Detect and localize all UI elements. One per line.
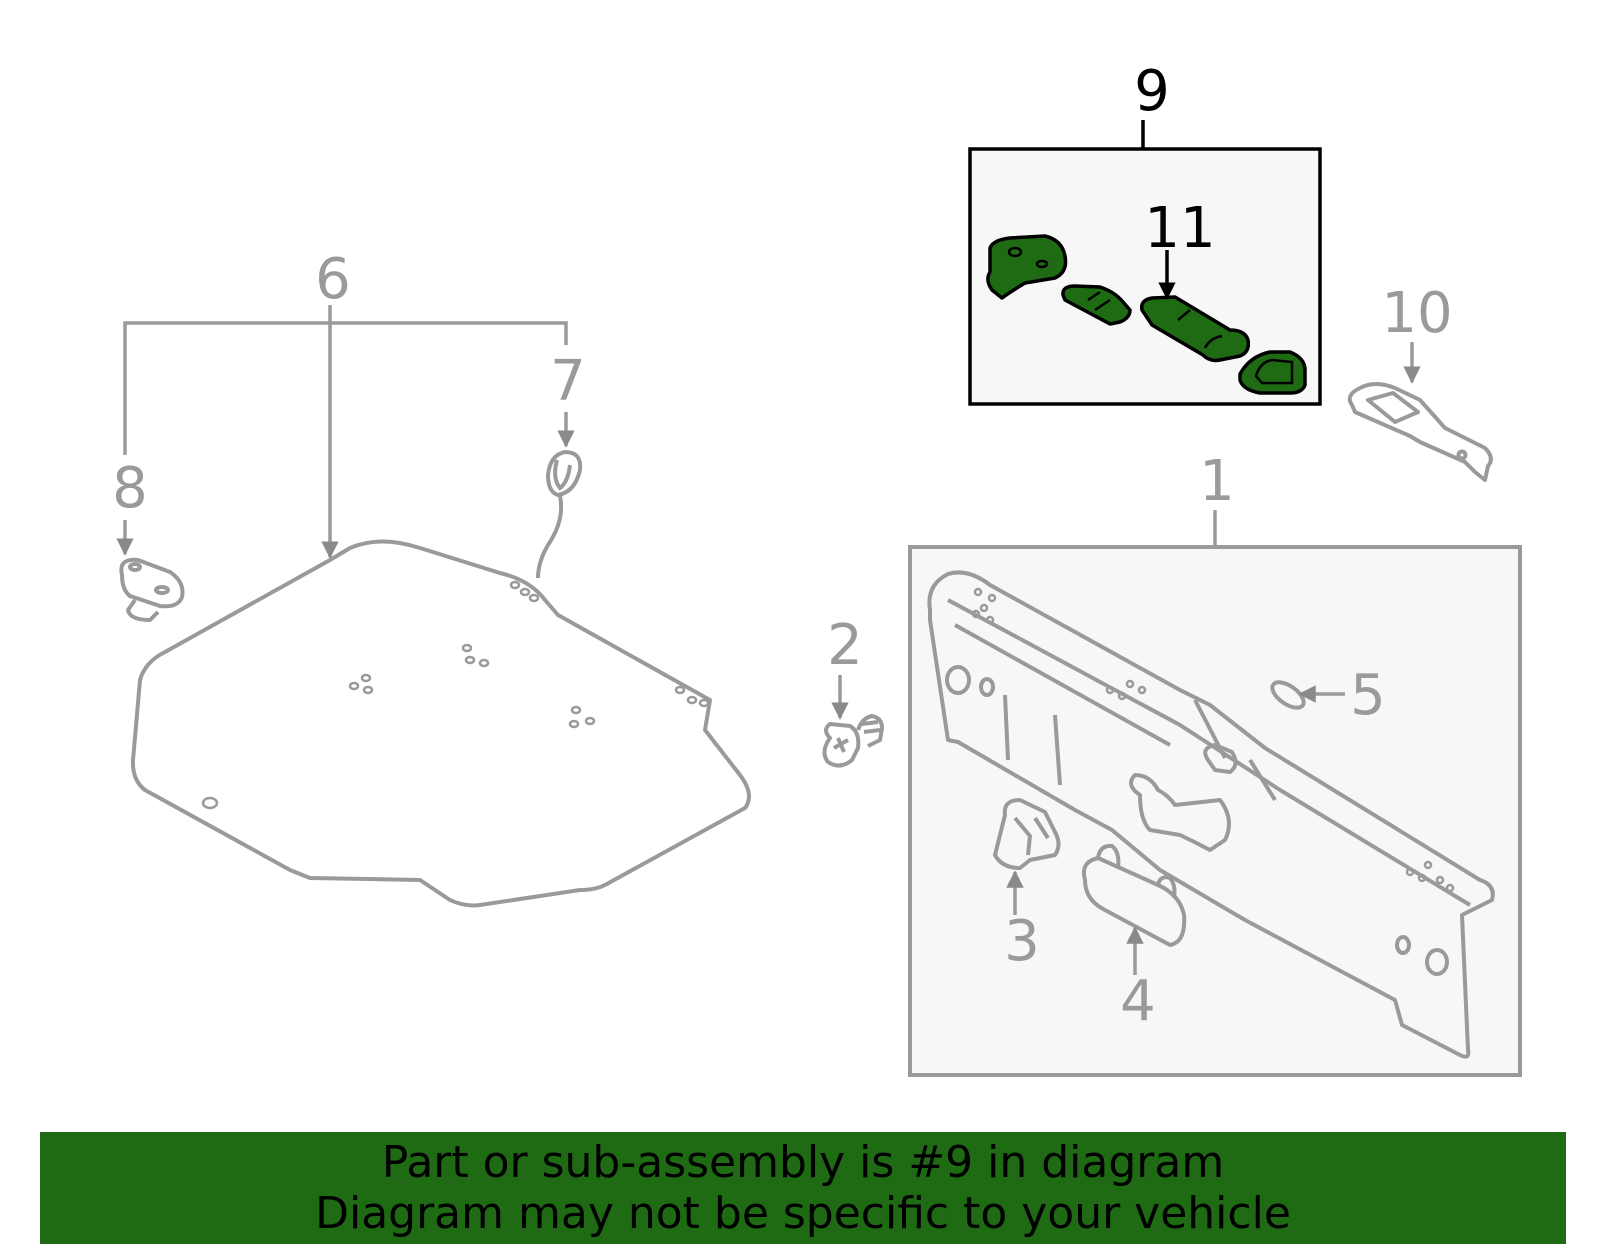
callout-8: 8 — [112, 456, 148, 521]
callout-5: 5 — [1350, 663, 1386, 728]
callouts: 6 7 8 2 1 3 4 5 10 9 11 — [112, 59, 1452, 1034]
push-clip[interactable] — [822, 714, 884, 768]
banner-line-2: Diagram may not be specific to your vehi… — [315, 1188, 1291, 1239]
callout-10: 10 — [1381, 281, 1452, 346]
trunk-mat[interactable] — [130, 539, 751, 908]
plug-5[interactable] — [1268, 677, 1308, 712]
mat-hook-cord[interactable] — [536, 449, 583, 579]
bracket-10[interactable] — [1347, 382, 1493, 482]
hinge-pad[interactable] — [1061, 284, 1132, 326]
rear-body-panel[interactable] — [927, 570, 1495, 1059]
bracket-3[interactable] — [993, 798, 1061, 870]
banner-line-1: Part or sub-assembly is #9 in diagram — [381, 1137, 1225, 1188]
assembly-1-box — [908, 545, 1522, 1077]
callout-6: 6 — [315, 247, 351, 312]
callout-9: 9 — [1134, 59, 1170, 124]
leader-lines — [116, 120, 1421, 975]
striker-11[interactable] — [1139, 295, 1251, 363]
mat-clip[interactable] — [119, 557, 185, 622]
callout-3: 3 — [1004, 909, 1040, 974]
info-banner: Part or sub-assembly is #9 in diagram Di… — [40, 1132, 1566, 1244]
callout-4: 4 — [1120, 969, 1156, 1034]
callout-11: 11 — [1144, 196, 1215, 261]
callout-1: 1 — [1199, 449, 1235, 514]
callout-2: 2 — [827, 613, 863, 678]
callout-7: 7 — [550, 349, 586, 414]
hinge-bracket-left[interactable] — [986, 234, 1068, 300]
handle-4[interactable] — [1081, 843, 1187, 947]
